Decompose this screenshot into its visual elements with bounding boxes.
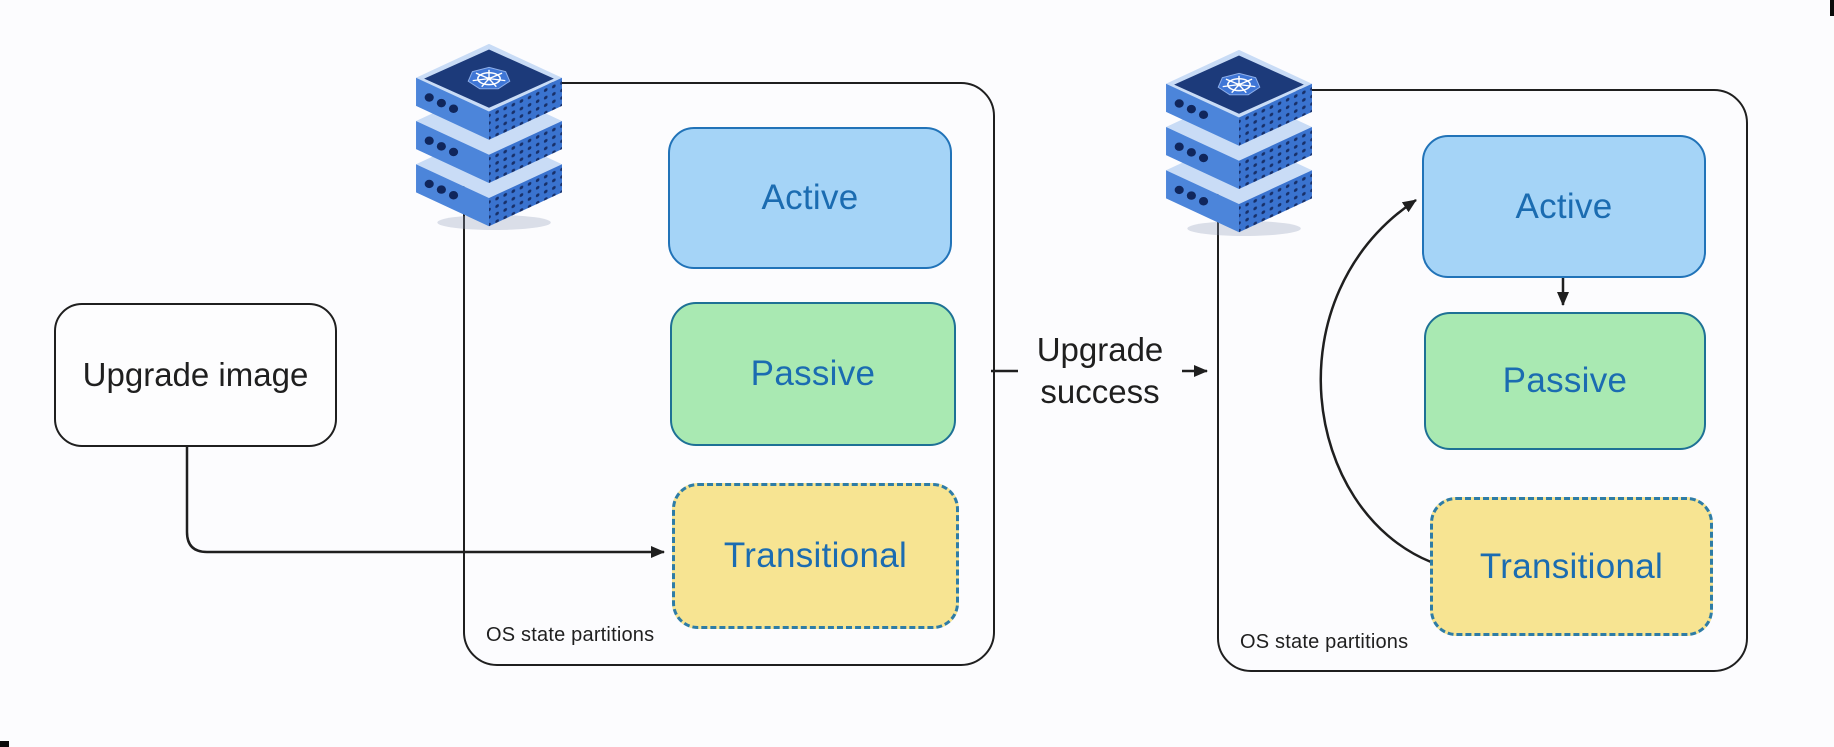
upgrade-success-line1: Upgrade bbox=[1036, 330, 1164, 368]
upgrade-success-line2: success bbox=[1040, 373, 1160, 410]
transitional-state-label-left: Transitional bbox=[723, 536, 908, 575]
kubernetes-server-stack-icon bbox=[413, 42, 565, 230]
passive-state-label-left: Passive bbox=[750, 354, 876, 393]
upgrade-success-label: Upgrade success bbox=[1018, 327, 1182, 415]
os-state-partitions-panel-right bbox=[1217, 89, 1748, 672]
os-state-partitions-panel-left bbox=[463, 82, 995, 666]
passive-state-box-right: Passive bbox=[1424, 312, 1706, 450]
screenshot-edge-artifact-bottom-left bbox=[0, 741, 9, 747]
passive-state-label-right: Passive bbox=[1502, 361, 1628, 400]
transitional-state-label-right: Transitional bbox=[1479, 546, 1664, 586]
active-state-box-right: Active bbox=[1422, 135, 1706, 278]
active-state-label-left: Active bbox=[761, 178, 859, 217]
transitional-state-box-right: Transitional bbox=[1430, 497, 1713, 636]
transitional-state-box-left: Transitional bbox=[672, 483, 959, 629]
panel-caption-left: OS state partitions bbox=[486, 624, 655, 646]
upgrade-image-node: Upgrade image bbox=[54, 303, 337, 447]
panel-caption-right: OS state partitions bbox=[1240, 631, 1409, 653]
kubernetes-server-stack-icon bbox=[1163, 48, 1315, 236]
upgrade-image-label: Upgrade image bbox=[82, 356, 309, 393]
active-state-label-right: Active bbox=[1515, 186, 1613, 226]
active-state-box-left: Active bbox=[668, 127, 952, 269]
screenshot-edge-artifact-top-right bbox=[1830, 0, 1834, 16]
passive-state-box-left: Passive bbox=[670, 302, 956, 446]
